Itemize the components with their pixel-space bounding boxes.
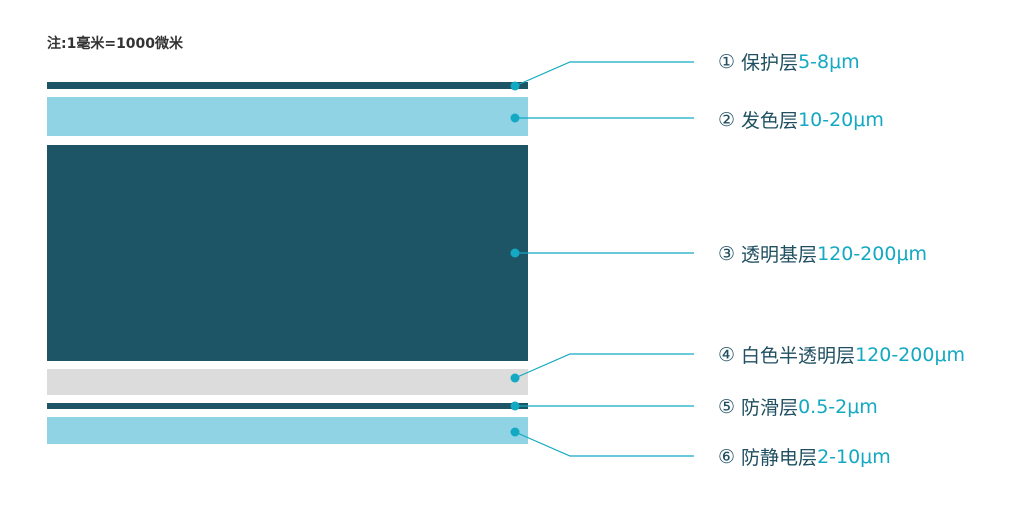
layer-thickness: 120-200μm bbox=[817, 242, 928, 265]
layer-name: 透明基层 bbox=[741, 244, 818, 266]
layer-label-2: ② 发色层 10-20μm bbox=[718, 106, 884, 133]
layer-label-1: ① 保护层 5-8μm bbox=[718, 48, 860, 75]
layer-name: 保护层 bbox=[741, 52, 799, 74]
leader-dot-2 bbox=[510, 113, 520, 123]
layer-name: 防静电层 bbox=[741, 447, 818, 469]
leader-dot-6 bbox=[510, 427, 520, 437]
unit-note: 注:1毫米=1000微米 bbox=[47, 36, 184, 52]
layer-number: ② bbox=[718, 108, 736, 131]
layer-5-anti-slip bbox=[47, 403, 528, 409]
layer-label-3: ③ 透明基层 120-200μm bbox=[718, 240, 927, 267]
layer-name: 白色半透明层 bbox=[741, 345, 856, 367]
layer-thickness: 5-8μm bbox=[798, 50, 860, 73]
layer-number: ① bbox=[718, 50, 736, 73]
layer-thickness: 2-10μm bbox=[817, 445, 891, 468]
leader-dot-5 bbox=[510, 401, 520, 411]
layer-number: ③ bbox=[718, 242, 736, 265]
layer-4-white-translucent bbox=[47, 369, 528, 395]
layer-6-anti-static bbox=[47, 417, 528, 444]
leader-line-1 bbox=[514, 61, 694, 87]
layer-thickness: 10-20μm bbox=[798, 108, 884, 131]
layer-name: 发色层 bbox=[741, 110, 799, 132]
leader-line-6 bbox=[514, 431, 694, 457]
layer-3-transparent-base bbox=[47, 145, 528, 361]
layer-thickness: 0.5-2μm bbox=[798, 395, 878, 418]
layer-number: ④ bbox=[718, 343, 736, 366]
layer-number: ⑥ bbox=[718, 445, 736, 468]
leader-dot-1 bbox=[510, 81, 520, 91]
layer-thickness: 120-200μm bbox=[855, 343, 966, 366]
layer-label-4: ④ 白色半透明层 120-200μm bbox=[718, 341, 965, 368]
layer-2-color bbox=[47, 97, 528, 136]
leader-dot-3 bbox=[510, 248, 520, 258]
leader-dot-4 bbox=[510, 373, 520, 383]
leader-line-4 bbox=[514, 353, 694, 379]
layer-number: ⑤ bbox=[718, 395, 736, 418]
layer-name: 防滑层 bbox=[741, 397, 799, 419]
layer-1-protective bbox=[47, 82, 528, 89]
layer-label-6: ⑥ 防静电层 2-10μm bbox=[718, 443, 891, 470]
layer-label-5: ⑤ 防滑层 0.5-2μm bbox=[718, 393, 878, 420]
